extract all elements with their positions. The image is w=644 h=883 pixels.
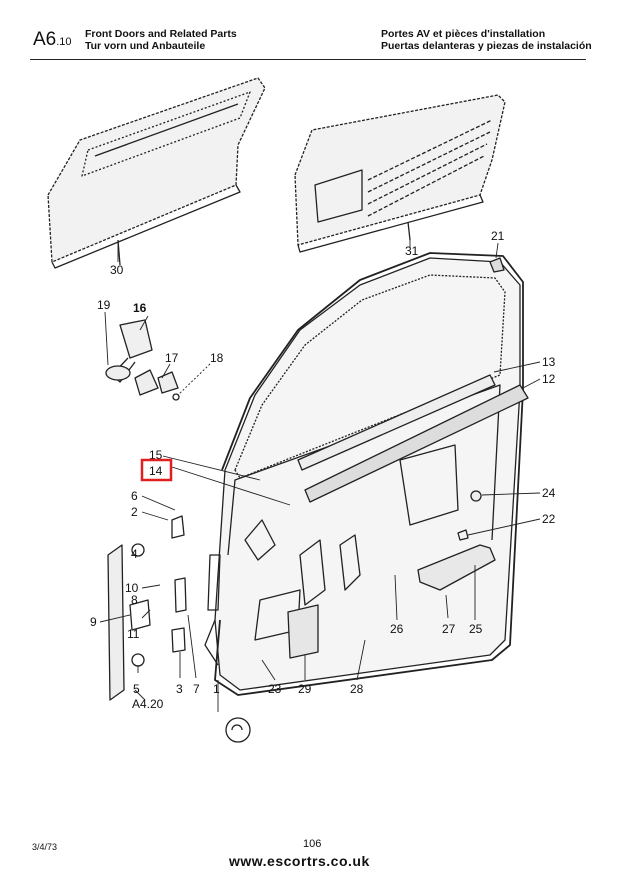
section-code: A6.10 — [33, 29, 72, 50]
door-seal-28 — [214, 252, 524, 696]
clip-22 — [457, 529, 469, 541]
label-4: 4 — [131, 547, 138, 561]
page-number: 106 — [303, 838, 322, 850]
label-21: 21 — [491, 229, 505, 243]
title-english: Front Doors and Related Parts — [85, 28, 237, 40]
label-9: 9 — [90, 615, 97, 629]
trim-panel-31 — [294, 94, 506, 253]
label-24: 24 — [542, 486, 556, 500]
label-29: 29 — [298, 682, 312, 696]
label-2: 2 — [131, 505, 138, 519]
label-25: 25 — [469, 622, 483, 636]
label-15: 15 — [149, 448, 163, 462]
title-french: Portes AV et pièces d'installation — [381, 28, 546, 40]
label-28: 28 — [350, 682, 364, 696]
label-10: 10 — [125, 581, 139, 595]
title-fr-es: Portes AV et pièces d'installation Puert… — [381, 28, 592, 52]
title-en-de: Front Doors and Related Parts Tur vorn u… — [85, 28, 237, 52]
lock-assembly — [107, 515, 187, 701]
title-spanish: Puertas delanteras y piezas de instalaci… — [381, 40, 592, 52]
label-26: 26 — [390, 622, 404, 636]
label-ref-a4-20: A4.20 — [132, 697, 164, 711]
label-12: 12 — [542, 372, 556, 386]
mirror-16 — [105, 319, 153, 383]
label-8: 8 — [131, 593, 138, 607]
label-27: 27 — [442, 622, 456, 636]
label-14: 14 — [149, 464, 163, 478]
label-23: 23 — [268, 682, 282, 696]
label-7: 7 — [193, 682, 200, 696]
label-13: 13 — [542, 355, 556, 369]
mirror-gasket-17 — [134, 369, 179, 396]
header-rule — [30, 59, 586, 60]
label-18: 18 — [210, 351, 224, 365]
label-30: 30 — [110, 263, 124, 277]
bumper-24 — [470, 490, 482, 502]
label-19: 19 — [97, 298, 111, 312]
title-german: Tur vorn und Anbauteile — [85, 40, 206, 52]
footer-url: www.escortrs.co.uk — [229, 853, 370, 869]
label-5: 5 — [133, 682, 140, 696]
label-1: 1 — [213, 682, 220, 696]
detail-circle — [225, 717, 251, 743]
armrest-25 — [417, 544, 496, 591]
label-6: 6 — [131, 489, 138, 503]
window-seal-21 — [489, 257, 505, 273]
belt-moulding-12 — [304, 384, 529, 503]
screw-18 — [172, 393, 180, 401]
label-3: 3 — [176, 682, 183, 696]
label-16: 16 — [133, 301, 147, 315]
belt-moulding-13 — [297, 374, 496, 471]
label-17: 17 — [165, 351, 179, 365]
label-31: 31 — [405, 244, 419, 258]
label-22: 22 — [542, 512, 556, 526]
label-11: 11 — [127, 627, 140, 641]
footer-date: 3/4/73 — [32, 842, 58, 852]
highlight-box — [140, 458, 173, 482]
trim-panel-30 — [47, 77, 266, 269]
